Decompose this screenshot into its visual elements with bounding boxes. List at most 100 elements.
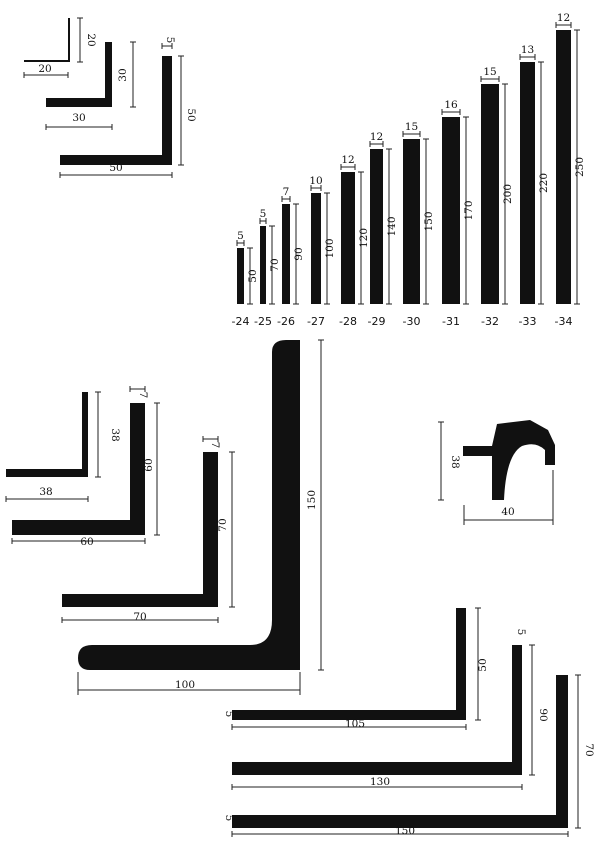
bar-id-label: -26 — [277, 315, 295, 328]
flat-bar-28: 12 120 -28 — [339, 154, 370, 328]
leg-v-label: 20 — [85, 33, 97, 46]
dimension-line — [269, 225, 275, 305]
height-label: 250 — [574, 157, 586, 177]
dimension-line — [178, 55, 184, 166]
thickness-label: 16 — [444, 99, 458, 111]
dimension-line — [574, 29, 580, 305]
dimension-line — [575, 674, 581, 829]
dimension-line — [386, 148, 392, 305]
leg-h-label: 30 — [72, 112, 85, 124]
thickness-label: 12 — [370, 131, 383, 143]
thickness-label: 5 — [237, 230, 244, 242]
height-label: 170 — [463, 200, 475, 220]
leg-v-label: 30 — [117, 68, 129, 81]
flat-bar-25: 570-25 — [254, 208, 281, 328]
dimension-line — [161, 43, 173, 49]
leg-h-label: 70 — [133, 611, 146, 623]
dimension-line — [202, 436, 219, 442]
dimension-line — [423, 138, 429, 305]
flat-bar — [237, 248, 244, 304]
height-label: 220 — [538, 173, 550, 193]
height-label: 50 — [247, 269, 259, 282]
angle-150x100: 150 100 — [77, 339, 324, 695]
leg-v-label: 150 — [306, 490, 318, 510]
angle-70x70: 70 70 7 — [61, 436, 235, 623]
bar-id-label: -28 — [339, 315, 357, 328]
thickness-label: 5 — [515, 629, 527, 636]
angle-profile — [12, 403, 145, 535]
dimension-line — [130, 41, 136, 108]
thickness-label: 15 — [405, 121, 418, 133]
flat-bar — [403, 139, 420, 304]
thickness-label: 12 — [341, 154, 354, 166]
angle-profile — [24, 18, 70, 62]
flat-bar — [341, 172, 355, 304]
angle-profile — [6, 392, 88, 477]
leg-v-label: 70 — [583, 743, 595, 756]
leg-v-label: 90 — [537, 708, 549, 721]
dimension-line — [538, 61, 544, 305]
dimension-line — [519, 54, 536, 60]
flat-bar-33: 13 220 -33 — [519, 44, 550, 328]
angle-profile — [78, 340, 300, 670]
dimension-line — [61, 617, 219, 623]
dimension-line — [236, 240, 245, 246]
flat-bar — [556, 30, 571, 304]
flat-bar — [481, 84, 499, 304]
thickness-label: 13 — [521, 44, 534, 56]
dimension-line — [231, 784, 523, 790]
bar-id-label: -25 — [254, 315, 272, 328]
leg-v-label: 50 — [477, 658, 489, 671]
dimension-line — [231, 831, 569, 837]
dimension-line — [23, 72, 69, 78]
angle-profile — [46, 42, 112, 107]
angle-30x30: 30 30 — [45, 41, 136, 130]
dimension-line — [45, 124, 113, 130]
dimension-line — [95, 391, 101, 478]
bar-id-label: -27 — [307, 315, 325, 328]
dimension-line — [229, 451, 235, 608]
leg-h-label: 100 — [175, 679, 195, 691]
flat-bar — [442, 117, 460, 304]
height-label: 140 — [386, 216, 398, 236]
dimension-line — [475, 607, 481, 721]
height-label: 120 — [358, 228, 370, 248]
leg-v-label: 70 — [217, 518, 229, 531]
flat-bar-31: 16 170 -31 — [441, 99, 475, 328]
dimension-line — [77, 17, 83, 63]
height-label: 150 — [423, 211, 435, 231]
flat-bar — [260, 226, 266, 304]
dimension-line — [231, 724, 467, 730]
dimension-line — [402, 131, 421, 137]
bar-id-label: -31 — [442, 315, 460, 328]
dimension-line — [340, 164, 356, 170]
height-label: 38 — [449, 455, 461, 468]
dimension-line — [555, 22, 572, 28]
dimension-line — [463, 116, 469, 305]
dimension-line — [259, 218, 267, 224]
dimension-line — [59, 172, 173, 178]
leg-h-label: 20 — [38, 63, 51, 75]
bar-id-label: -33 — [519, 315, 537, 328]
thickness-label: 5 — [164, 37, 176, 44]
leg-h-label: 105 — [345, 718, 365, 730]
flat-bar — [282, 204, 290, 304]
height-label: 200 — [502, 184, 514, 204]
bar-id-label: -32 — [481, 315, 499, 328]
dimension-line — [358, 171, 364, 305]
height-label: 90 — [293, 247, 305, 260]
thickness-label: 7 — [209, 442, 221, 449]
dimension-line — [293, 203, 299, 305]
dimension-line — [154, 402, 160, 536]
angle-profile — [232, 645, 522, 775]
